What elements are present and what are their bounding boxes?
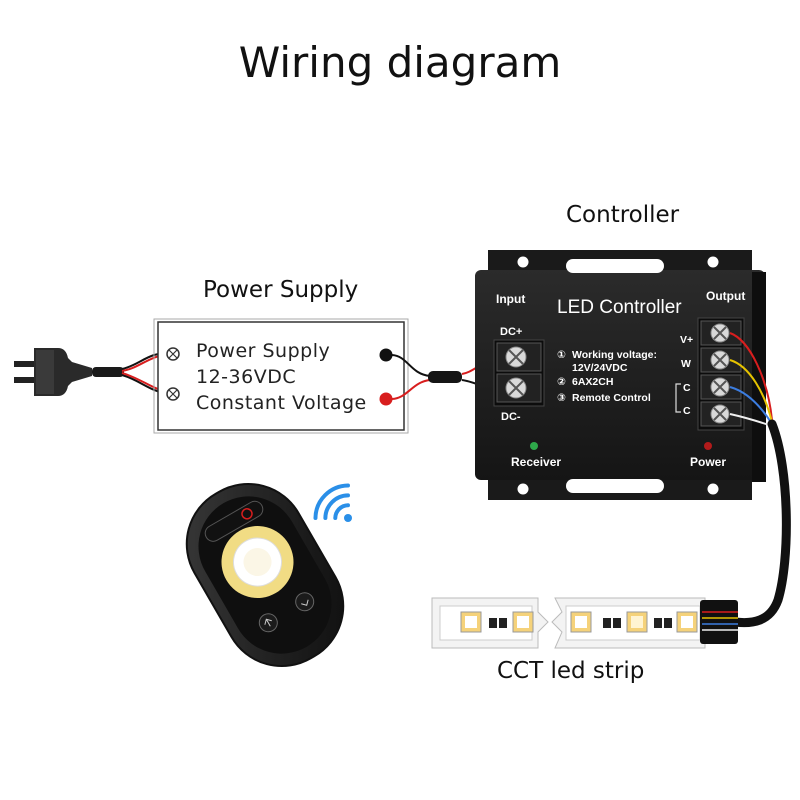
power-led-icon <box>704 442 712 450</box>
dc-minus-label: DC- <box>501 411 521 423</box>
spec-3-number: ③ <box>557 392 566 404</box>
output-w-label: W <box>681 358 691 370</box>
power-supply-label-block: Power Supply 12-36VDC Constant Voltage <box>196 338 367 416</box>
output-c1-label: C <box>683 382 691 394</box>
spec-1-number: ① <box>557 349 566 361</box>
output-wires <box>729 332 791 628</box>
receiver-label: Receiver <box>511 455 561 469</box>
output-label: Output <box>706 289 745 303</box>
wireless-signal-icon <box>313 483 352 522</box>
led-controller: Input Output LED Controller DC+ DC- ① Wo… <box>475 250 766 500</box>
power-label: Power <box>690 455 726 469</box>
remote-power-button[interactable] <box>202 498 265 544</box>
spec-2-number: ② <box>557 376 566 388</box>
remote-control <box>185 482 345 668</box>
power-supply-box <box>153 318 409 434</box>
output-c2-label: C <box>683 405 691 417</box>
output-vplus-label: V+ <box>680 334 693 346</box>
remote-button-right[interactable] <box>292 589 317 614</box>
controller-name: LED Controller <box>557 297 682 318</box>
input-label: Input <box>496 292 525 306</box>
spec-working-voltage: Working voltage: <box>572 349 657 361</box>
cct-led-strip <box>431 597 738 649</box>
power-supply-line-3: Constant Voltage <box>196 392 367 414</box>
power-supply-caption: Power Supply <box>203 277 359 303</box>
dc-plus-label: DC+ <box>500 326 522 338</box>
power-plug-icon <box>14 348 92 396</box>
power-supply-line-1: Power Supply <box>196 340 331 362</box>
spec-remote: Remote Control <box>572 392 651 404</box>
page-title: Wiring diagram <box>238 38 562 87</box>
power-supply-line-2: 12-36VDC <box>196 366 297 388</box>
controller-caption: Controller <box>566 202 680 228</box>
led-strip-caption: CCT led strip <box>497 658 645 684</box>
spec-current: 6AX2CH <box>572 376 613 388</box>
receiver-led-icon <box>530 442 538 450</box>
remote-power-icon <box>241 508 253 520</box>
spec-voltage-value: 12V/24VDC <box>572 362 628 374</box>
